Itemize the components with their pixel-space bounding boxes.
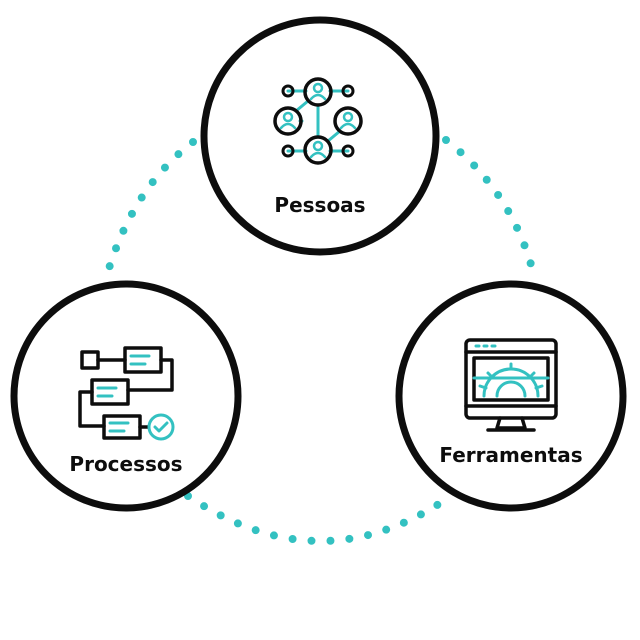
node-label-pessoas: Pessoas (274, 193, 365, 217)
monitor-gear-icon (464, 338, 558, 432)
dotted-connectors (101, 136, 536, 545)
connector-pessoas-processos (101, 138, 197, 286)
connector-processos-ferramentas (184, 492, 452, 545)
flowchart-icon (78, 346, 175, 441)
people-network-icon (273, 77, 363, 165)
node-ferramentas: Ferramentas (395, 280, 627, 512)
node-processos: Processos (10, 280, 242, 512)
node-circle (395, 280, 627, 512)
node-pessoas: Pessoas (200, 16, 440, 256)
node-label-processos: Processos (69, 452, 182, 476)
connector-pessoas-ferramentas (442, 136, 536, 272)
node-label-ferramentas: Ferramentas (439, 443, 582, 467)
node-circle (10, 280, 242, 512)
